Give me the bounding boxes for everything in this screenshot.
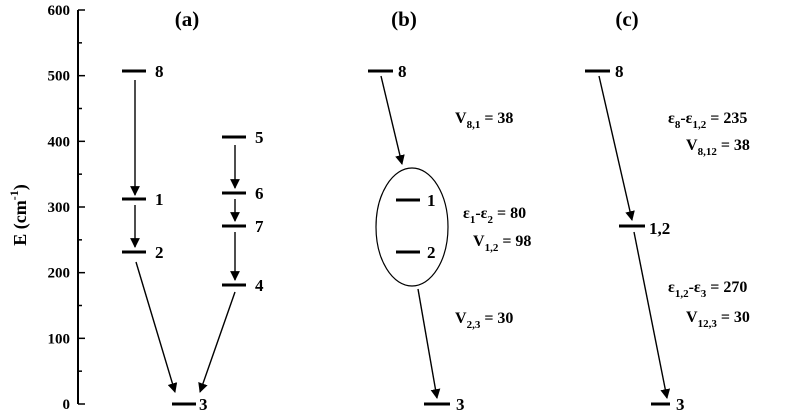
tick-label: 500 <box>48 69 71 85</box>
coupling-v81: V8,1 = 38 <box>455 110 513 131</box>
level-label: 5 <box>255 128 264 147</box>
panel-a-level-6: 6 <box>222 184 264 203</box>
panel-b-level-8: 8 <box>368 62 407 81</box>
arrow-8-to-12 <box>598 75 635 221</box>
panel-c-level-3: 3 <box>651 395 685 414</box>
panel-a-level-4: 4 <box>222 276 264 295</box>
coupling-v8-12: V8,12 = 38 <box>686 137 750 158</box>
level-label: 3 <box>199 395 208 414</box>
level-label: 6 <box>255 184 264 203</box>
tick-label: 300 <box>48 200 71 216</box>
tick-label: 400 <box>48 134 71 150</box>
panel-a-level-2: 2 <box>122 243 164 262</box>
arrow-2-to-3 <box>135 261 178 393</box>
panel-a-level-1: 1 <box>122 190 164 209</box>
level-label: 1 <box>155 190 164 209</box>
level-label: 2 <box>427 243 436 262</box>
axis-ticks: 0 100 200 300 400 500 600 <box>48 3 85 413</box>
level-label: 3 <box>456 395 465 414</box>
tick-label: 600 <box>48 3 71 19</box>
arrow-8-to-ellipse <box>380 75 405 165</box>
panel-a: (a) 8 1 2 5 6 7 4 3 <box>122 7 264 414</box>
panel-b-level-1: 1 <box>396 191 436 210</box>
tick-label: 0 <box>63 397 71 413</box>
coupling-v23: V2,3 = 30 <box>455 310 513 331</box>
energy-gap-e1-e2: ε1-ε2 = 80 <box>463 205 526 226</box>
level-label: 1,2 <box>649 219 670 238</box>
level-label: 8 <box>155 62 164 81</box>
level-label: 8 <box>398 62 407 81</box>
panel-b: (b) 8 1 2 3 V8,1 = 38 ε1-ε2 = 80 V1,2 = … <box>368 7 531 414</box>
energy-axis: 0 100 200 300 400 500 600 E (cm-1) <box>7 3 85 413</box>
coupling-v12: V1,2 = 98 <box>473 233 531 254</box>
arrow-4-to-3 <box>198 291 236 393</box>
level-label: 3 <box>676 395 685 414</box>
panel-a-level-5: 5 <box>222 128 264 147</box>
energy-gap-e12-e3: ε1,2-ε3 = 270 <box>668 279 747 300</box>
panel-c-level-8: 8 <box>585 62 624 81</box>
arrow-ellipse-to-3 <box>417 288 441 399</box>
panel-c-label: (c) <box>615 7 638 31</box>
panel-a-level-7: 7 <box>222 217 264 236</box>
level-label: 1 <box>427 191 436 210</box>
panel-a-level-3: 3 <box>172 395 208 414</box>
energy-gap-e8-e12: ε8-ε1,2 = 235 <box>668 110 747 131</box>
coupled-states-ellipse <box>375 167 449 287</box>
level-label: 4 <box>255 276 264 295</box>
panel-a-level-8: 8 <box>122 62 164 81</box>
panel-b-level-3: 3 <box>424 395 465 414</box>
tick-label: 200 <box>48 266 71 282</box>
panel-b-label: (b) <box>391 7 417 31</box>
coupling-v12-3: V12,3 = 30 <box>686 309 750 330</box>
panel-c-level-1-2: 1,2 <box>619 219 670 238</box>
axis-title: E (cm-1) <box>7 184 31 245</box>
level-label: 8 <box>615 62 624 81</box>
level-label: 7 <box>255 217 264 236</box>
panel-a-label: (a) <box>175 7 200 31</box>
panel-c: (c) 8 1,2 3 ε8-ε1,2 = 235 V8,12 = 38 ε1,… <box>585 7 750 414</box>
panel-b-level-2: 2 <box>396 243 436 262</box>
tick-label: 100 <box>48 331 71 347</box>
level-label: 2 <box>155 243 164 262</box>
arrow-12-to-3 <box>633 231 671 399</box>
